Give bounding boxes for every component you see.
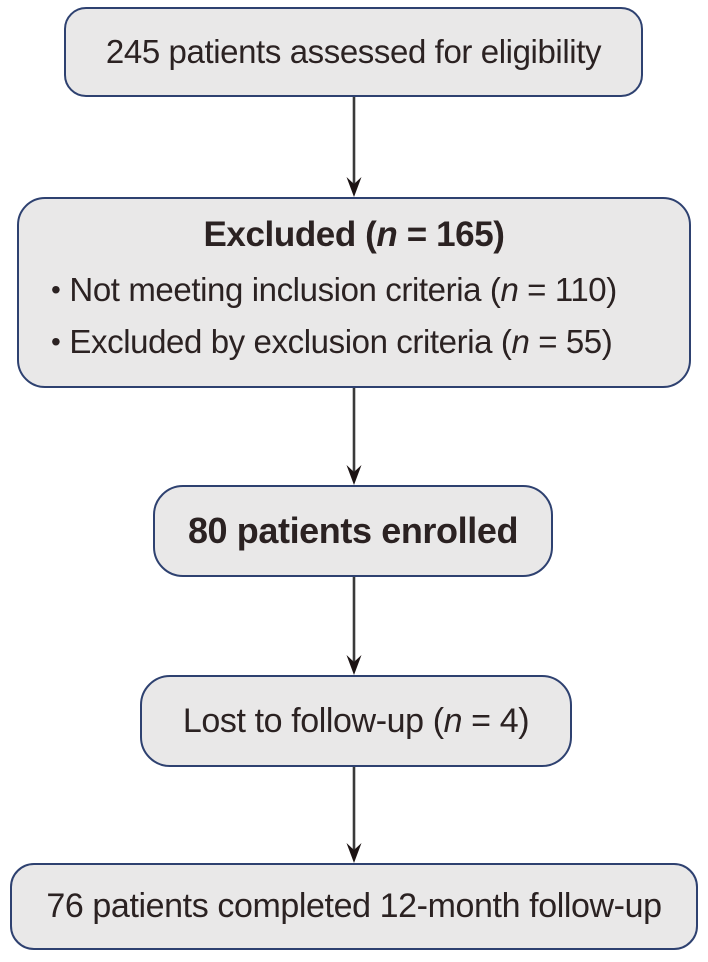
excluded-bullet-list: • Not meeting inclusion criteria (n = 11… [33,257,675,362]
flow-box-enrolled: 80 patients enrolled [153,485,553,577]
bullet-item-exclusion: • Excluded by exclusion criteria (n = 55… [51,322,675,362]
bullet-text-pre: Excluded by exclusion criteria ( [69,323,512,361]
down-arrow-2 [346,388,362,485]
bullet-text: Excluded by exclusion criteria (n = 55) [69,322,612,362]
bullet-text: Not meeting inclusion criteria (n = 110) [69,270,617,310]
excluded-title: Excluded (n = 165) [33,213,675,257]
bullet-text-post: = 55) [529,323,613,361]
excluded-title-post: = 165) [397,215,505,254]
enrolled-text: 80 patients enrolled [187,510,519,551]
bullet-text-post: = 110) [518,270,617,308]
lost-text: Lost to follow-up (n = 4) [182,701,530,741]
completed-text: 76 patients completed 12-month follow-up [46,887,662,925]
excluded-title-n: n [376,215,398,254]
bullet-text-n: n [500,270,519,308]
lost-text-post: = 4) [462,701,530,740]
down-arrow-1 [346,97,362,197]
down-arrow-3 [346,577,362,675]
flow-box-completed: 76 patients completed 12-month follow-up [10,863,698,950]
lost-text-n: n [443,701,463,740]
bullet-text-pre: Not meeting inclusion criteria ( [69,270,501,308]
flow-box-lost-to-follow-up: Lost to follow-up (n = 4) [140,675,572,767]
lost-text-pre: Lost to follow-up ( [182,701,444,740]
excluded-title-pre: Excluded ( [203,215,377,254]
bullet-icon: • [51,273,61,305]
flow-box-excluded: Excluded (n = 165) • Not meeting inclusi… [17,197,691,388]
bullet-item-inclusion: • Not meeting inclusion criteria (n = 11… [51,270,675,310]
flow-box-assessed: 245 patients assessed for eligibility [64,7,643,97]
down-arrow-4 [346,767,362,863]
assessed-text: 245 patients assessed for eligibility [105,33,602,70]
bullet-text-n: n [511,323,530,361]
bullet-icon: • [51,326,61,358]
